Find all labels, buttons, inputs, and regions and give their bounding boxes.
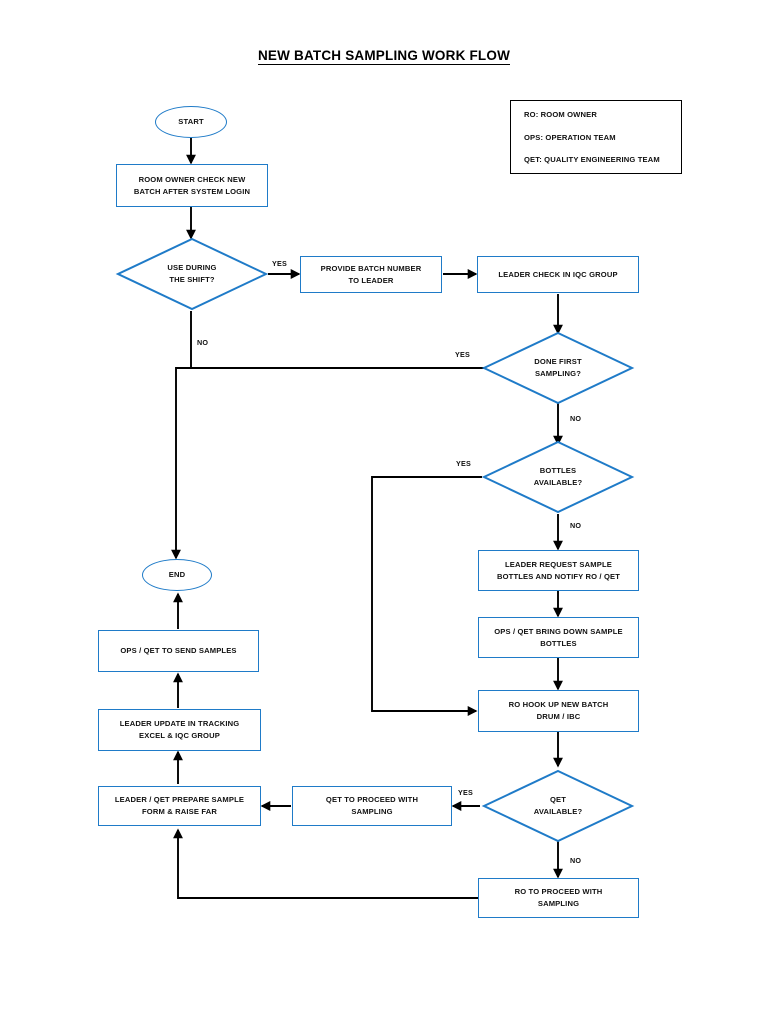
- node-ops-qet-bring-down[interactable]: OPS / QET BRING DOWN SAMPLE BOTTLES: [478, 617, 639, 658]
- node-ro-hook-up[interactable]: RO HOOK UP NEW BATCH DRUM / IBC: [478, 690, 639, 732]
- edge-label-qet-no: NO: [570, 856, 582, 865]
- node-ro-proceed-sampling-label: RO TO PROCEED WITH SAMPLING: [514, 887, 603, 908]
- legend-line-ops: OPS: OPERATION TEAM: [524, 132, 616, 142]
- node-ro-hook-up-label: RO HOOK UP NEW BATCH DRUM / IBC: [508, 700, 609, 721]
- legend-line-qet: QET: QUALITY ENGINEERING TEAM: [524, 155, 660, 164]
- node-qet-proceed-sampling[interactable]: QET TO PROCEED WITH SAMPLING: [292, 786, 452, 826]
- node-start-label: START: [178, 117, 204, 127]
- legend-box: RO: ROOM OWNER OPS: OPERATION TEAM QET: …: [510, 100, 682, 174]
- node-leader-qet-prepare[interactable]: LEADER / QET PREPARE SAMPLE FORM & RAISE…: [98, 786, 261, 826]
- node-provide-batch-number-label: PROVIDE BATCH NUMBER TO LEADER: [320, 263, 422, 285]
- edge-bottles-yes-to-ro-hook-up: [371, 476, 482, 716]
- node-ops-qet-send-samples-label: OPS / QET TO SEND SAMPLES: [120, 646, 237, 656]
- shape-done-first-sampling: [481, 331, 635, 405]
- node-ops-qet-send-samples[interactable]: OPS / QET TO SEND SAMPLES: [98, 630, 259, 672]
- node-ops-qet-bring-down-label: OPS / QET BRING DOWN SAMPLE BOTTLES: [494, 626, 623, 648]
- legend-line-ro: RO: ROOM OWNER: [524, 110, 597, 119]
- edge-label-first-sampling-yes: YES: [455, 350, 470, 359]
- node-leader-check-iqc-label: LEADER CHECK IN IQC GROUP: [498, 269, 618, 279]
- edge-label-shift-yes: YES: [272, 259, 287, 268]
- edge-label-bottles-yes: YES: [456, 459, 471, 468]
- node-leader-update-tracking-label: LEADER UPDATE IN TRACKING EXCEL & IQC GR…: [119, 719, 240, 740]
- shape-qet-available: [481, 769, 635, 843]
- shape-bottles-available: [481, 440, 635, 514]
- node-room-owner-check[interactable]: ROOM OWNER CHECK NEW BATCH AFTER SYSTEM …: [116, 164, 268, 207]
- node-ro-proceed-sampling[interactable]: RO TO PROCEED WITH SAMPLING: [478, 878, 639, 918]
- node-room-owner-check-label: ROOM OWNER CHECK NEW BATCH AFTER SYSTEM …: [133, 174, 251, 196]
- edge-ro-proceed-to-leader-prepare: [173, 828, 478, 899]
- node-leader-update-tracking[interactable]: LEADER UPDATE IN TRACKING EXCEL & IQC GR…: [98, 709, 261, 751]
- node-end-label: END: [168, 570, 186, 580]
- node-qet-proceed-sampling-label: QET TO PROCEED WITH SAMPLING: [325, 795, 419, 816]
- page-title: NEW BATCH SAMPLING WORK FLOW: [0, 48, 768, 65]
- node-leader-check-iqc[interactable]: LEADER CHECK IN IQC GROUP: [477, 256, 639, 293]
- node-start[interactable]: START: [155, 106, 227, 138]
- edge-label-first-sampling-no: NO: [570, 414, 582, 423]
- page-title-text: NEW BATCH SAMPLING WORK FLOW: [257, 48, 511, 65]
- node-end[interactable]: END: [142, 559, 212, 591]
- edge-label-shift-no: NO: [197, 338, 209, 347]
- node-leader-qet-prepare-label: LEADER / QET PREPARE SAMPLE FORM & RAISE…: [114, 795, 245, 816]
- edge-label-qet-yes: YES: [458, 788, 473, 797]
- shape-use-during-shift: [115, 237, 269, 311]
- edge-use-during-shift-no-to-end: [171, 311, 192, 560]
- node-leader-request-bottles[interactable]: LEADER REQUEST SAMPLE BOTTLES AND NOTIFY…: [478, 550, 639, 591]
- node-provide-batch-number[interactable]: PROVIDE BATCH NUMBER TO LEADER: [300, 256, 442, 293]
- edge-label-bottles-no: NO: [570, 521, 582, 530]
- node-leader-request-bottles-label: LEADER REQUEST SAMPLE BOTTLES AND NOTIFY…: [496, 559, 621, 581]
